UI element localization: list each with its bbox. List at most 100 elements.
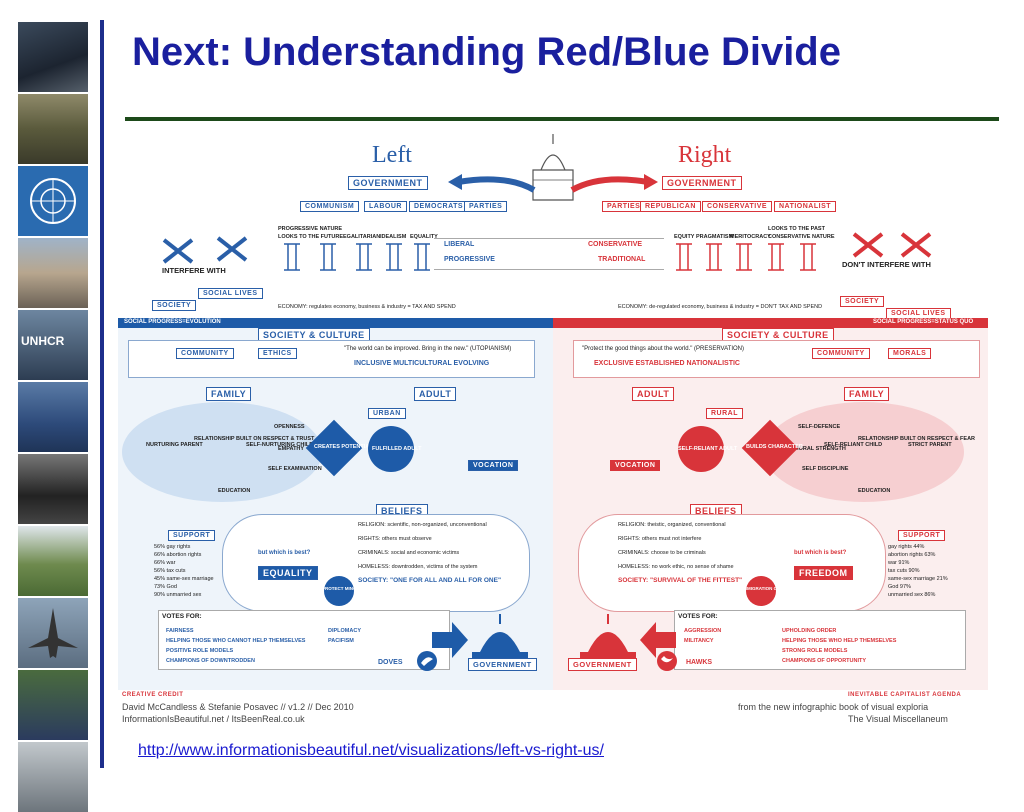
source-link[interactable]: http://www.informationisbeautiful.net/vi… (138, 742, 604, 759)
agenda-line-2: The Visual Miscellaneum (848, 714, 948, 724)
right-tagline: EXCLUSIVE ESTABLISHED NATIONALISTIC (594, 360, 740, 367)
right-party-nationalist: NATIONALIST (774, 201, 837, 212)
right-value-3: LOOKS TO THE PAST (768, 226, 825, 232)
left-family-node-4: EMPATHY (278, 446, 305, 452)
immigration-control: IMMIGRATION CONTROL (742, 586, 796, 591)
left-votes-box (158, 610, 450, 670)
rural-label: RURAL (706, 408, 743, 419)
right-community-box: COMMUNITY (812, 348, 870, 359)
left-society-box: SOCIETY (152, 300, 197, 311)
right-vote-5: CHAMPIONS OF OPPORTUNITY (782, 658, 867, 664)
right-beliefs-cloud (578, 514, 886, 612)
immigration-control-burst (746, 576, 776, 606)
left-votes-for: VOTES FOR: (162, 613, 202, 620)
right-capitol-dome-icon (580, 614, 636, 660)
right-morals-box: MORALS (888, 348, 932, 359)
left-beliefs-cloud (222, 514, 530, 612)
left-quote: "The world can be improved. Bring in the… (344, 346, 512, 352)
title-rule (125, 117, 999, 121)
interfere-with-label: INTERFERE WITH (162, 266, 226, 275)
left-vote-2: POSITIVE ROLE MODELS (166, 648, 234, 654)
left-family-node-7: EDUCATION (218, 488, 251, 494)
right-progress-label: SOCIAL PROGRESS=STATUS QUO (873, 319, 974, 325)
left-capitol-dome-icon (472, 614, 528, 660)
right-party-parties: PARTIES (602, 201, 646, 212)
left-family-node-3: OPENNESS (274, 424, 305, 430)
left-belief-0: RELIGION: scientific, non-organized, unc… (358, 522, 487, 528)
traditional-label: TRADITIONAL (598, 256, 646, 263)
right-family-node-5: SELF DISCIPLINE (802, 466, 849, 472)
support-stat: God 97% (888, 584, 911, 590)
left-vote-5: PACIFISM (328, 638, 354, 644)
left-value-4: EQUALITY (410, 234, 438, 240)
left-family-label: FAMILY (206, 387, 252, 401)
left-party-parties: PARTIES (464, 201, 508, 212)
spectrum-band (434, 238, 664, 270)
right-society-box: SOCIETY (840, 296, 885, 307)
left-vote-4: DIPLOMACY (328, 628, 361, 634)
support-stat: 45% same-sex marriage (154, 576, 214, 582)
left-economy: ECONOMY: regulates economy, business & i… (278, 304, 456, 310)
left-progress-bar (118, 318, 553, 328)
support-stat: gay rights 44% (888, 544, 925, 550)
right-adult-node: SELF-RELIANT ADULT (678, 446, 738, 452)
left-support-label: SUPPORT (168, 530, 216, 541)
right-adult-label: ADULT (632, 387, 675, 401)
left-adult-label: ADULT (414, 387, 457, 401)
right-progress-bar (553, 318, 988, 328)
right-belief-1: RIGHTS: others must not interfere (618, 536, 702, 542)
right-family-node-3: SELF-DEFENCE (798, 424, 841, 430)
left-belief-3: HOMELESS: downtrodden, victims of the sy… (358, 564, 478, 570)
right-vote-1: MILITANCY (684, 638, 714, 644)
left-party-communism: COMMUNISM (300, 201, 360, 212)
left-adult-node: FULFILLED ADULT (372, 446, 422, 452)
right-party-conservative: CONSERVATIVE (702, 201, 773, 212)
left-family-node-1: RELATIONSHIP BUILT ON RESPECT & TRUST (194, 436, 315, 442)
right-value-4: CONSERVATIVE NATURE (768, 234, 835, 240)
credit-heading: CREATIVE CREDIT (122, 692, 184, 698)
left-family-node-5: SELF EXAMINATION (268, 466, 322, 472)
left-belief-2: CRIMINALS: social and economic victims (358, 550, 460, 556)
right-government-label: GOVERNMENT (662, 176, 742, 190)
left-belief-1: RIGHTS: others must observe (358, 536, 432, 542)
self-reliant-adult-circle (678, 426, 724, 472)
photo-protest (18, 670, 88, 740)
photo-unhcr: UNHCR (18, 310, 88, 380)
support-stat: war 91% (888, 560, 910, 566)
left-vote-0: FAIRNESS (166, 628, 194, 634)
capitol-icon (532, 134, 574, 201)
which-is-best-right: but which is best? (794, 550, 847, 556)
left-arrow-icon (448, 174, 536, 193)
left-government-label: GOVERNMENT (348, 176, 428, 190)
left-belief-4: SOCIETY: "ONE FOR ALL AND ALL FOR ONE" (358, 577, 502, 584)
right-vote-arrow-icon (640, 622, 676, 658)
fulfilled-adult-circle (368, 426, 414, 472)
support-stat: same-sex marriage 21% (888, 576, 948, 582)
left-family-ellipse (122, 402, 322, 502)
jet-icon (28, 608, 78, 658)
doves-label: DOVES (378, 659, 403, 666)
right-family-node-0: STRICT PARENT (908, 442, 952, 448)
support-stat: tax cuts 90% (888, 568, 920, 574)
which-is-best-left: but which is best? (258, 550, 311, 556)
right-family-node-6: BUILDS CHARACTER (746, 444, 803, 450)
left-tagline: INCLUSIVE MULTICULTURAL EVOLVING (354, 360, 490, 367)
right-heading: Right (678, 142, 732, 168)
progressive-label: PROGRESSIVE (444, 256, 495, 263)
liberal-label: LIBERAL (444, 241, 475, 248)
left-cross-icon-2 (216, 236, 248, 262)
right-belief-0: RELIGION: theistic, organized, conventio… (618, 522, 726, 528)
right-cross-icon (852, 232, 884, 258)
right-votes-for: VOTES FOR: (678, 613, 718, 620)
left-bottom-government: GOVERNMENT (468, 658, 537, 671)
right-culture-box (573, 340, 980, 378)
right-family-node-4: MORAL STRENGTH (794, 446, 846, 452)
support-stat: 90% unmarried sex (154, 592, 202, 598)
left-value-2: EGALITARIAN (343, 234, 381, 240)
left-family-node-0: NURTURING PARENT (146, 442, 203, 448)
left-social-lives-box: SOCIAL LIVES (198, 288, 263, 299)
left-community-box: COMMUNITY (176, 348, 234, 359)
support-stat: unmarried sex 86% (888, 592, 936, 598)
left-vote-1: HELPING THOSE WHO CANNOT HELP THEMSELVES (166, 638, 306, 644)
left-family-node-6: CREATES POTENTIAL (314, 444, 373, 450)
